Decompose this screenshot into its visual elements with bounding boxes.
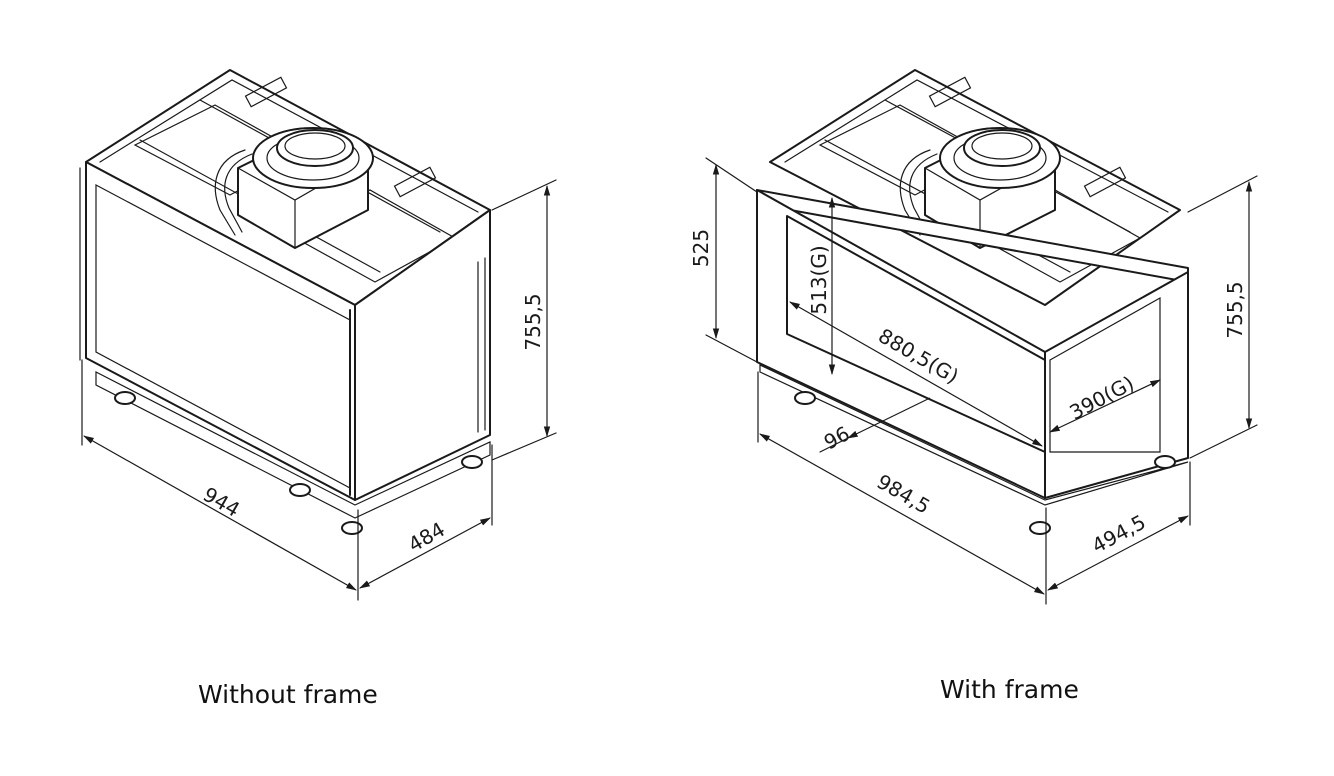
view-without-frame: 755,5 944 484 — [79, 69, 557, 601]
dim-width-left: 944 — [199, 482, 244, 522]
caption-without-frame: Without frame — [198, 680, 378, 709]
dim-height-right: 755,5 — [1223, 281, 1247, 338]
dim-depth-right: 494,5 — [1088, 510, 1150, 558]
dim-height-left: 755,5 — [521, 293, 545, 350]
dim-glass-height: 513(G) — [807, 245, 831, 314]
dim-depth-left: 484 — [404, 517, 449, 557]
view-with-frame: 525 513(G) 880,5(G) 390(G) 96 755,5 984,… — [689, 69, 1258, 605]
dim-frame-height: 525 — [689, 229, 713, 267]
caption-with-frame: With frame — [940, 675, 1079, 704]
dim-width-right: 984,5 — [873, 469, 935, 518]
